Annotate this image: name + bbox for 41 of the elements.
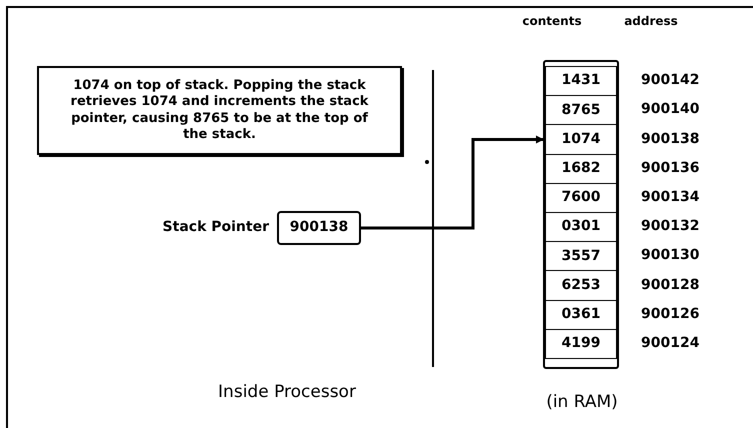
memory-cell	[545, 182, 617, 213]
arrow	[361, 136, 544, 230]
value-text: 4199	[562, 335, 600, 353]
note-text: 1074 on top of stack. Popping the stack retrieves 1074 and increments the stack pointer, causing 8765 to be at the top of the stack.	[70, 78, 370, 143]
caption-text: Inside Processor	[218, 382, 356, 402]
address-text: 900142	[641, 72, 700, 88]
address-text: 900136	[641, 160, 700, 176]
caption-text: (in RAM)	[546, 392, 618, 412]
value-text: 1431	[562, 72, 600, 90]
value-text: 0301	[562, 218, 600, 236]
address-text: 900130	[641, 247, 700, 264]
register-label: Stack Pointer	[162, 219, 269, 235]
address-text: 900124	[641, 334, 700, 351]
value-text: 6253	[562, 276, 600, 294]
memory-cell	[545, 154, 617, 184]
note-box	[37, 66, 402, 155]
value-text: 1074	[562, 130, 600, 148]
value-text: 1682	[562, 160, 600, 178]
column-header: contents	[522, 14, 582, 28]
register-box	[277, 211, 361, 245]
memory-cell	[545, 241, 617, 272]
address-text: 900128	[641, 276, 700, 292]
address-text: 900132	[641, 218, 700, 234]
memory-cell	[545, 270, 617, 301]
address-text: 900138	[641, 130, 700, 146]
value-text: 0361	[562, 306, 600, 324]
value-text: 8765	[562, 102, 600, 120]
address-text: 900140	[641, 101, 700, 118]
column-header: address	[624, 14, 678, 28]
memory-cell	[545, 66, 617, 96]
value-text: 7600	[562, 189, 600, 207]
value-text: 900138	[290, 219, 348, 237]
memory-column	[543, 60, 619, 369]
address-text: 900134	[641, 188, 700, 205]
value-text: 3557	[562, 248, 600, 266]
memory-cell	[545, 124, 617, 155]
address-text: 900126	[641, 306, 700, 322]
memory-cell	[545, 300, 617, 330]
memory-cell	[545, 212, 617, 242]
memory-cell	[545, 328, 617, 359]
memory-cell	[545, 95, 617, 126]
